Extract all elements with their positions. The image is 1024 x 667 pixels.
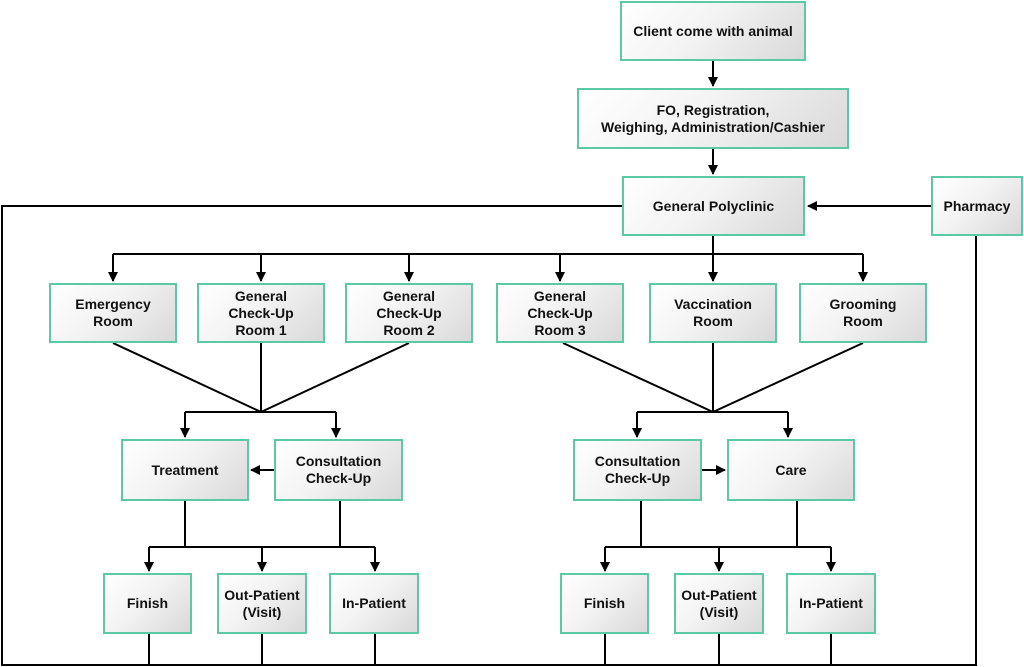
node-finish-left: Finish bbox=[103, 573, 192, 634]
node-outpatient-right: Out-Patient (Visit) bbox=[674, 573, 764, 634]
node-grooming-room: Grooming Room bbox=[799, 283, 927, 343]
edge-checkup3-merge bbox=[562, 342, 714, 413]
node-treatment: Treatment bbox=[121, 439, 249, 501]
edge-grooming-merge bbox=[712, 342, 864, 413]
node-checkup-room-3: General Check-Up Room 3 bbox=[496, 283, 624, 343]
node-checkup-room-2: General Check-Up Room 2 bbox=[345, 283, 473, 343]
node-pharmacy: Pharmacy bbox=[931, 176, 1023, 236]
node-emergency-room: Emergency Room bbox=[49, 283, 177, 343]
node-inpatient-right: In-Patient bbox=[786, 573, 876, 634]
node-client: Client come with animal bbox=[620, 1, 806, 61]
node-consultation-right: Consultation Check-Up bbox=[573, 439, 702, 501]
node-checkup-room-1: General Check-Up Room 1 bbox=[197, 283, 325, 343]
node-vaccination-room: Vaccination Room bbox=[649, 283, 777, 343]
node-finish-right: Finish bbox=[560, 573, 649, 634]
node-inpatient-left: In-Patient bbox=[329, 573, 419, 634]
node-registration: FO, Registration, Weighing, Administrati… bbox=[577, 88, 849, 149]
node-polyclinic: General Polyclinic bbox=[622, 176, 805, 236]
node-care: Care bbox=[727, 439, 855, 501]
node-consultation-left: Consultation Check-Up bbox=[274, 439, 403, 501]
edge-emergency-merge bbox=[112, 342, 262, 413]
node-outpatient-left: Out-Patient (Visit) bbox=[217, 573, 307, 634]
edge-outer-loop bbox=[1, 205, 977, 666]
edge-checkup2-merge bbox=[260, 342, 410, 413]
